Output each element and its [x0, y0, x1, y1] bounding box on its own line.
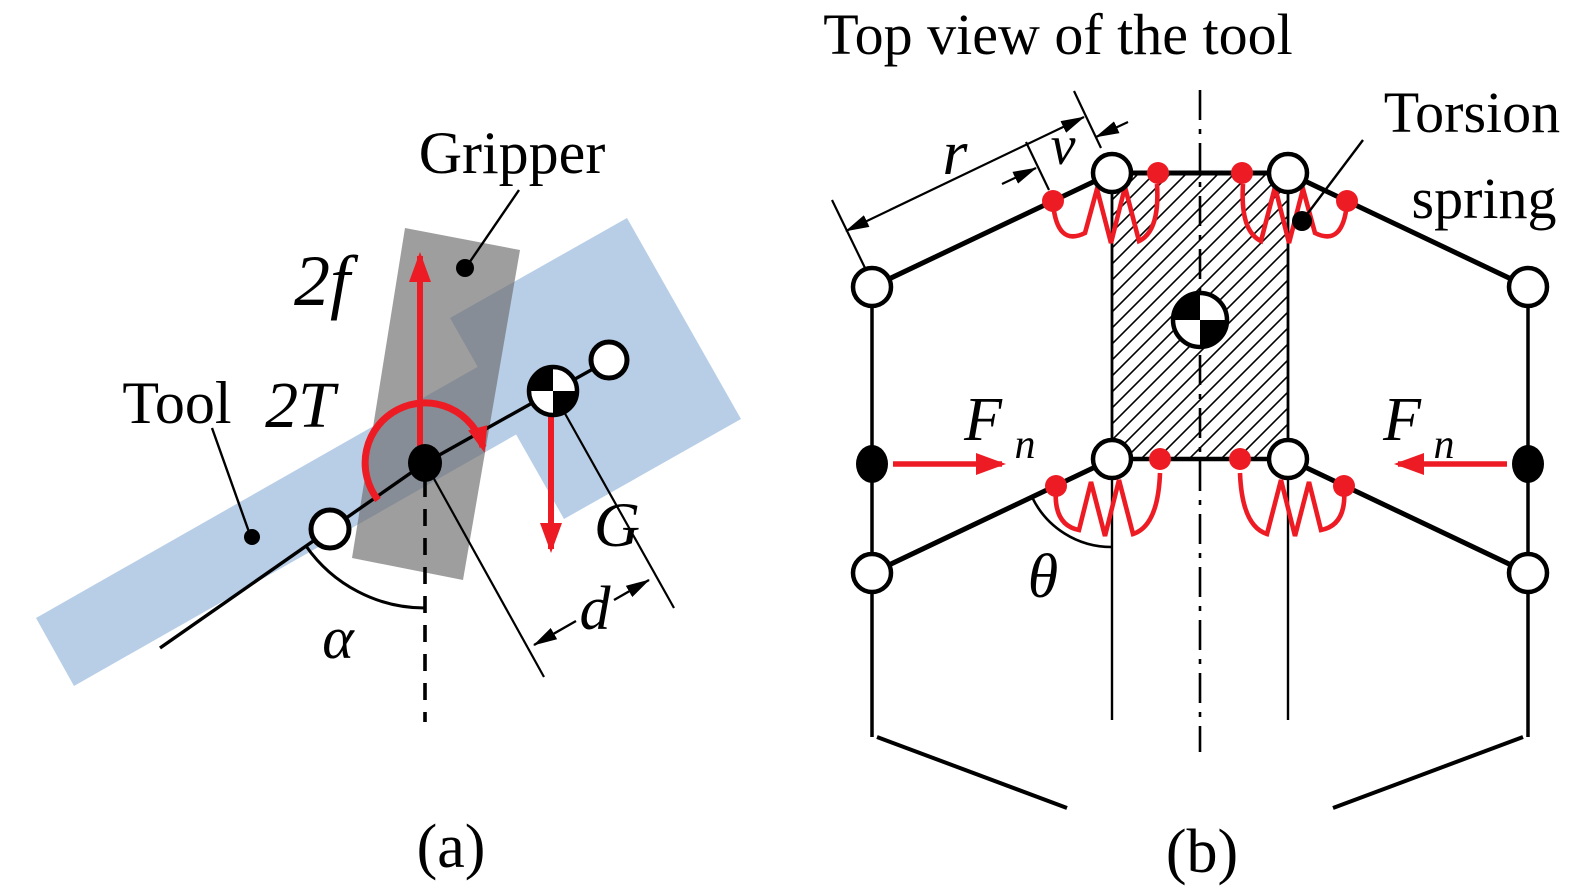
tool-left-joint-circle	[308, 507, 352, 551]
torsion-spring-bottom-left	[1053, 472, 1163, 537]
normal-force-sub-left: n	[1015, 422, 1036, 468]
theta-angle-label: θ	[1028, 543, 1058, 611]
tool-axis-line-right	[424, 358, 610, 465]
tool-pointer-line	[210, 427, 251, 533]
joint-circle	[1090, 151, 1134, 195]
panel-b-title: Top view of the tool	[823, 2, 1293, 67]
normal-force-F-left: F	[963, 386, 1003, 454]
caption-b: (b)	[1166, 818, 1238, 886]
normal-force-F-right: F	[1382, 386, 1422, 454]
extension-line-left-joint	[831, 199, 867, 271]
pivot-dot	[408, 444, 442, 482]
alpha-angle-label: α	[322, 605, 355, 671]
torsion-spring-pointer-line	[1301, 139, 1364, 222]
torsion-spring-pointer-dot	[1292, 211, 1312, 231]
link-length-r-label: r	[943, 117, 969, 188]
spring-anchor-dot	[1147, 162, 1169, 184]
v-dimension-arrow-left	[1001, 167, 1037, 185]
tool-axis-line-left	[159, 461, 426, 650]
com-perpendicular-line	[562, 409, 675, 609]
extension-line-top-joint	[1073, 90, 1102, 149]
torsion-spring-label-line2: spring	[1412, 166, 1557, 231]
center-of-mass-symbol	[526, 364, 580, 418]
bottom-left-slope	[876, 735, 1068, 810]
panel-b: Top view of the tool Torsion spring r v …	[823, 2, 1560, 886]
torsion-spring-top-right	[1240, 180, 1350, 245]
r-dimension-line	[845, 116, 1085, 232]
torque-2T-label: 2T	[265, 369, 339, 442]
upper-right-link	[1286, 170, 1530, 290]
extension-line-spring-anchor	[1025, 141, 1050, 191]
caption-a: (a)	[417, 813, 486, 881]
joint-circle	[1090, 437, 1134, 481]
joint-circle	[1266, 151, 1310, 195]
torque-2T-arc	[361, 399, 488, 503]
lower-left-link	[870, 456, 1114, 576]
spring-anchor-dot	[1333, 475, 1355, 497]
tool-right-joint-circle	[588, 339, 630, 381]
gripper-pointer-dot	[456, 259, 474, 277]
spring-anchor-dot	[1229, 448, 1251, 470]
joint-circle	[850, 551, 894, 595]
pivot-perpendicular-line	[432, 476, 545, 678]
force-2f-label: 2f	[294, 241, 359, 321]
spring-anchor-dot	[1231, 162, 1253, 184]
torsion-spring-bottom-right	[1237, 472, 1347, 537]
joint-circle	[1266, 437, 1310, 481]
joint-circle	[1506, 265, 1550, 309]
v-dimension-arrow-right	[1095, 121, 1129, 138]
lower-right-link	[1286, 456, 1530, 576]
spring-anchor-dot	[1045, 475, 1067, 497]
joint-circle	[1506, 551, 1550, 595]
joint-circle	[850, 265, 894, 309]
d-dimension-arrow-left	[533, 619, 577, 647]
spring-anchor-dot	[1149, 448, 1171, 470]
theta-angle-arc	[1030, 496, 1113, 549]
alpha-angle-arc	[304, 545, 426, 610]
spring-anchor-dot	[1042, 190, 1064, 212]
panel-a: Gripper Tool 2f 2T G d α (a)	[36, 120, 741, 881]
torsion-spring-label-line1: Torsion	[1384, 80, 1560, 145]
anchor-offset-v-label: v	[1051, 115, 1076, 177]
bottom-right-slope	[1332, 735, 1524, 810]
normal-force-sub-right: n	[1434, 422, 1455, 468]
left-force-application-dot	[856, 445, 888, 483]
center-of-mass-symbol-b	[1170, 290, 1230, 350]
spring-anchor-dot	[1336, 190, 1358, 212]
tool-label: Tool	[122, 370, 231, 436]
r-v-dimensions	[831, 90, 1129, 271]
gravity-G-label: G	[594, 489, 640, 560]
tool-pointer-dot	[244, 529, 260, 545]
linkage-joints	[850, 151, 1550, 595]
spring-anchor-dots	[1042, 162, 1358, 497]
normal-force-label-right: F n	[1382, 386, 1454, 468]
distance-d-label: d	[580, 575, 612, 643]
gripper-label: Gripper	[419, 120, 606, 186]
normal-force-label-left: F n	[963, 386, 1035, 468]
right-force-application-dot	[1512, 445, 1544, 483]
gripper-pointer-line	[466, 189, 520, 267]
d-dimension-arrow-right	[613, 578, 650, 602]
upper-left-link	[870, 170, 1114, 290]
